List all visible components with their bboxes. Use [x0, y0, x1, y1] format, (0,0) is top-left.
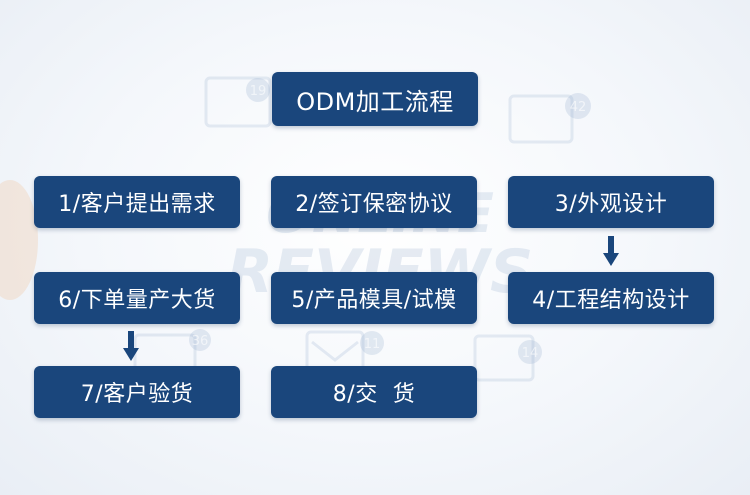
step-1: 1/客户提出需求 [34, 176, 240, 228]
badge-circle-1 [246, 78, 270, 102]
heart-card-icon [473, 334, 535, 382]
step-4: 4/工程结构设计 [508, 272, 714, 324]
arrow-down-icon [603, 236, 619, 266]
badge-circle-2 [565, 93, 591, 119]
chat-bubble-icon [204, 76, 272, 128]
step-7: 7/客户验货 [34, 366, 240, 418]
comment-icon [508, 94, 574, 144]
badge-circle-5 [518, 340, 542, 364]
badge-number-3: 36 [192, 334, 209, 349]
badge-number-5: 14 [522, 346, 539, 361]
step-6: 6/下单量产大货 [34, 272, 240, 324]
badge-circle-4 [360, 331, 384, 355]
step-3: 3/外观设计 [508, 176, 714, 228]
arrow-down-icon [123, 331, 139, 361]
step-5: 5/产品模具/试模 [271, 272, 477, 324]
badge-number-2: 42 [570, 100, 587, 115]
hand-graphic [0, 180, 38, 300]
step-8: 8/交 货 [271, 366, 477, 418]
badge-circle-3 [189, 329, 211, 351]
envelope-flap [311, 340, 359, 362]
diagram-title: ODM加工流程 [272, 72, 478, 126]
badge-number-4: 11 [364, 337, 381, 352]
step-2: 2/签订保密协议 [271, 176, 477, 228]
badge-number-1: 19 [250, 84, 267, 99]
